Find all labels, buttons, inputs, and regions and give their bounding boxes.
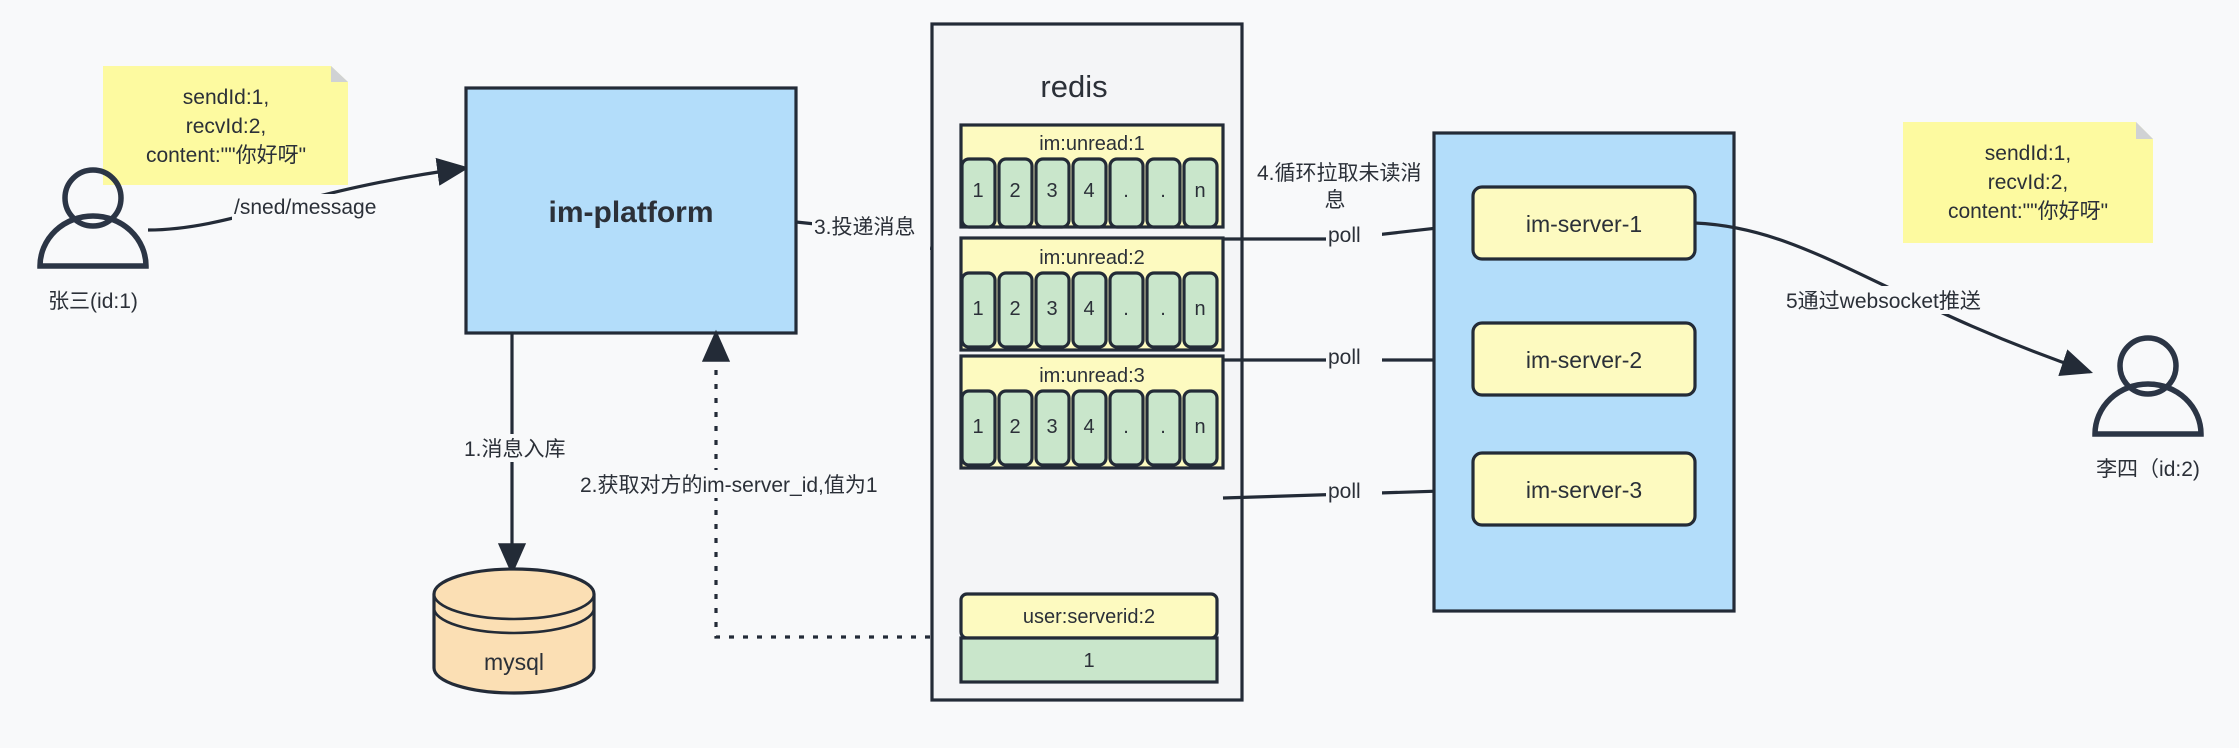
note-right-line1: sendId:1,: [1985, 142, 2071, 165]
cell: 3: [1046, 416, 1057, 438]
cell: 2: [1009, 180, 1020, 202]
cell: .: [1160, 416, 1166, 438]
cell: .: [1123, 298, 1129, 320]
im-server-group: im-server-1 im-server-2 im-server-3: [1432, 131, 1736, 613]
im-platform-node[interactable]: im-platform: [464, 86, 798, 335]
note-left-line2: recvId:2,: [186, 115, 267, 138]
redis-container: redis im:unread:1 1 2 3 4 . . n im:unrea…: [930, 22, 1244, 702]
edge-poll-2-label: poll: [1328, 346, 1361, 369]
im-server-3-node[interactable]: im-server-3: [1471, 451, 1697, 527]
redis-kv-key: user:serverid:2: [1023, 606, 1155, 628]
cell: .: [1123, 416, 1129, 438]
redis-label: redis: [1040, 69, 1107, 104]
redis-kv-userserverid[interactable]: user:serverid:2 1: [959, 592, 1219, 684]
edge-step5: 5通过websocket推送: [1694, 221, 2094, 376]
cell: 4: [1083, 180, 1094, 202]
edge-step3-label: 3.投递消息: [814, 216, 916, 239]
im-server-1-node[interactable]: im-server-1: [1471, 185, 1697, 261]
im-platform-label: im-platform: [549, 196, 714, 229]
note-left: sendId:1, recvId:2, content:""你好呀": [103, 66, 348, 185]
cell: 1: [972, 416, 983, 438]
note-right: sendId:1, recvId:2, content:""你好呀": [1903, 122, 2153, 243]
redis-key-0-cells: 1 2 3 4 . . n: [960, 157, 1219, 229]
cell: n: [1194, 416, 1205, 438]
redis-kv-value: 1: [1083, 650, 1094, 672]
redis-key-1-cells: 1 2 3 4 . . n: [960, 271, 1219, 349]
redis-key-1[interactable]: im:unread:2 1 2 3 4 . . n: [959, 236, 1225, 352]
note-right-line3: content:""你好呀": [1948, 200, 2108, 223]
edge-step2: 2.获取对方的im-server_id,值为1: [578, 329, 986, 639]
redis-key-2-cells: 1 2 3 4 . . n: [960, 389, 1219, 467]
redis-key-2[interactable]: im:unread:3 1 2 3 4 . . n: [959, 354, 1225, 470]
redis-key-2-label: im:unread:3: [1039, 365, 1145, 387]
sender-actor: 张三(id:1): [37, 167, 149, 313]
edge-poll-3: poll: [1222, 476, 1477, 505]
edge-send-message: /sned/message: [147, 157, 470, 232]
note-left-line1: sendId:1,: [183, 86, 269, 109]
receiver-actor: 李四（id:2): [2092, 335, 2204, 481]
person-icon: [2092, 335, 2204, 437]
edge-step4-line1: 4.循环拉取未读消: [1257, 162, 1422, 185]
edge-poll-3-label: poll: [1328, 480, 1361, 503]
person-icon: [37, 167, 149, 269]
cell: .: [1160, 298, 1166, 320]
cell: 1: [972, 180, 983, 202]
sender-label: 张三(id:1): [48, 290, 138, 313]
im-server-3-label: im-server-3: [1526, 477, 1642, 503]
note-left-line3: content:""你好呀": [146, 144, 306, 167]
cell: 3: [1046, 180, 1057, 202]
edge-step2-label: 2.获取对方的im-server_id,值为1: [580, 474, 878, 497]
edge-poll-2: poll: [1223, 344, 1477, 375]
cell: 4: [1083, 416, 1094, 438]
edge-step4-line2: 息: [1325, 189, 1346, 212]
im-server-1-label: im-server-1: [1526, 211, 1642, 237]
note-right-line2: recvId:2,: [1988, 171, 2069, 194]
cell: n: [1194, 298, 1205, 320]
cell: n: [1194, 180, 1205, 202]
receiver-label: 李四（id:2): [2096, 458, 2200, 481]
cell: 2: [1009, 416, 1020, 438]
cell: .: [1123, 180, 1129, 202]
redis-key-0[interactable]: im:unread:1 1 2 3 4 . . n: [959, 123, 1225, 229]
edge-poll-1: poll: [1223, 213, 1477, 248]
cell: .: [1160, 180, 1166, 202]
im-server-2-node[interactable]: im-server-2: [1471, 321, 1697, 397]
cell: 3: [1046, 298, 1057, 320]
edge-send-message-label: /sned/message: [234, 196, 376, 219]
edge-step5-label: 5通过websocket推送: [1786, 290, 1981, 313]
mysql-label: mysql: [484, 649, 544, 675]
redis-key-1-label: im:unread:2: [1039, 247, 1145, 269]
edge-poll-1-label: poll: [1328, 224, 1361, 247]
cell: 2: [1009, 298, 1020, 320]
edge-step3: 3.投递消息: [795, 212, 964, 251]
redis-key-0-label: im:unread:1: [1039, 133, 1145, 155]
cell: 1: [972, 298, 983, 320]
im-server-2-label: im-server-2: [1526, 347, 1642, 373]
mysql-node[interactable]: mysql: [432, 567, 596, 695]
edge-step1-label: 1.消息入库: [464, 438, 566, 461]
edge-step4: 4.循环拉取未读消 息: [1257, 162, 1422, 212]
edge-step1: 1.消息入库: [462, 333, 594, 576]
cell: 4: [1083, 298, 1094, 320]
